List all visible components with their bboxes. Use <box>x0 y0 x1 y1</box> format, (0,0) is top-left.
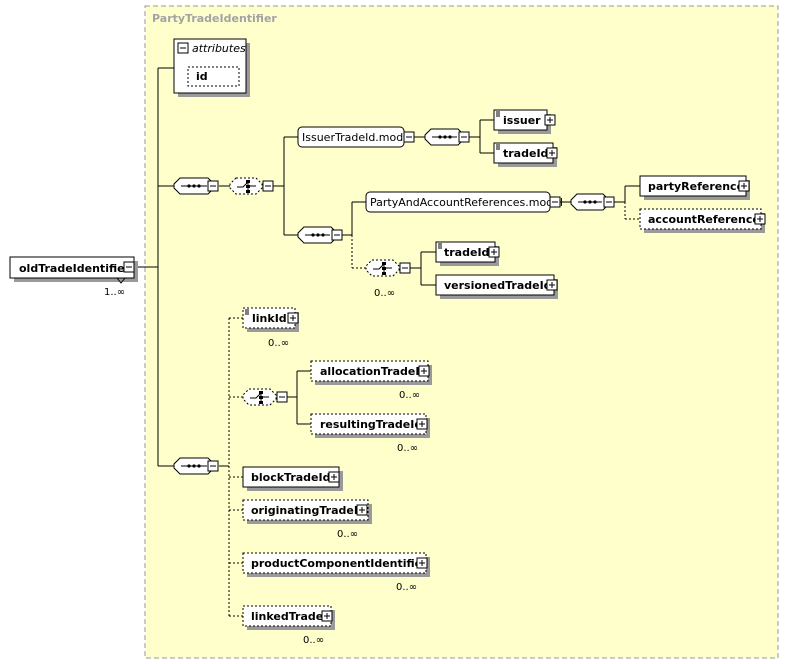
sequence-compositor-issuer <box>424 128 470 146</box>
linkid-occurs: 0..∞ <box>268 338 289 349</box>
element-account-reference[interactable]: accountReference <box>639 208 766 233</box>
element-party-reference[interactable]: partyReference <box>639 175 750 200</box>
element-tradeid-b-label: tradeId <box>444 246 489 259</box>
group-issuer-model-label: IssuerTradeId.model <box>302 131 413 144</box>
element-linked-trade[interactable]: linkedTrade 0..∞ <box>242 605 335 646</box>
root-occurs: 1..∞ <box>104 287 125 298</box>
sequence-compositor-links <box>173 457 219 475</box>
allocation-tradeid-occurs: 0..∞ <box>399 390 420 401</box>
element-tradeid-a[interactable]: tradeId <box>493 142 558 167</box>
resulting-tradeid-occurs: 0..∞ <box>397 443 418 454</box>
attribute-id: id <box>196 70 208 83</box>
element-product-component-identifier[interactable]: productComponentIdentifier 0..∞ <box>242 552 430 593</box>
element-issuer[interactable]: issuer <box>493 109 556 134</box>
root-element[interactable]: oldTradeIdentifier 1..∞ <box>9 256 138 298</box>
element-tradeid-b[interactable]: tradeId <box>435 241 500 266</box>
choice-compositor-tradeid: 0..∞ <box>365 259 411 299</box>
element-resulting-tradeid-label: resultingTradeId <box>320 418 422 431</box>
sequence-compositor-party <box>297 226 343 244</box>
element-originating-tradeid-label: originatingTradeId <box>251 504 366 517</box>
choice-compositor-trade <box>229 177 274 195</box>
choice-tradeid-occurs: 0..∞ <box>374 288 395 299</box>
linked-trade-occurs: 0..∞ <box>303 635 324 646</box>
product-component-identifier-occurs: 0..∞ <box>396 582 417 593</box>
group-issuer-model[interactable]: IssuerTradeId.model <box>297 126 415 148</box>
group-party-model-label: PartyAndAccountReferences.model <box>370 196 563 209</box>
attributes-group[interactable]: attributes id <box>173 38 250 97</box>
sequence-compositor-refs <box>570 193 615 211</box>
element-originating-tradeid[interactable]: originatingTradeId 0..∞ <box>242 499 372 540</box>
element-block-tradeid-label: blockTradeId <box>251 471 330 484</box>
element-versioned-tradeid[interactable]: versionedTradeId <box>435 274 558 299</box>
element-party-reference-label: partyReference <box>648 180 744 193</box>
element-issuer-label: issuer <box>503 114 541 127</box>
element-account-reference-label: accountReference <box>648 213 760 226</box>
element-linkid-label: linkId <box>252 312 287 325</box>
choice-compositor-alloc <box>242 388 288 406</box>
element-versioned-tradeid-label: versionedTradeId <box>444 279 552 292</box>
group-party-model[interactable]: PartyAndAccountReferences.model <box>365 191 563 213</box>
element-allocation-tradeid-label: allocationTradeId <box>320 365 427 378</box>
element-resulting-tradeid[interactable]: resultingTradeId 0..∞ <box>310 413 430 454</box>
element-block-tradeid[interactable]: blockTradeId <box>242 466 343 491</box>
type-title: PartyTradeIdentifier <box>152 12 277 25</box>
sequence-compositor-main <box>173 177 219 195</box>
originating-tradeid-occurs: 0..∞ <box>337 529 358 540</box>
element-tradeid-a-label: tradeId <box>503 147 548 160</box>
element-product-component-identifier-label: productComponentIdentifier <box>251 557 428 570</box>
root-element-label: oldTradeIdentifier <box>19 262 131 275</box>
element-linked-trade-label: linkedTrade <box>251 610 323 623</box>
element-linkid[interactable]: linkId 0..∞ <box>242 307 299 349</box>
complex-type-panel <box>144 5 779 659</box>
attributes-header: attributes <box>192 42 246 55</box>
element-allocation-tradeid[interactable]: allocationTradeId 0..∞ <box>310 360 432 401</box>
